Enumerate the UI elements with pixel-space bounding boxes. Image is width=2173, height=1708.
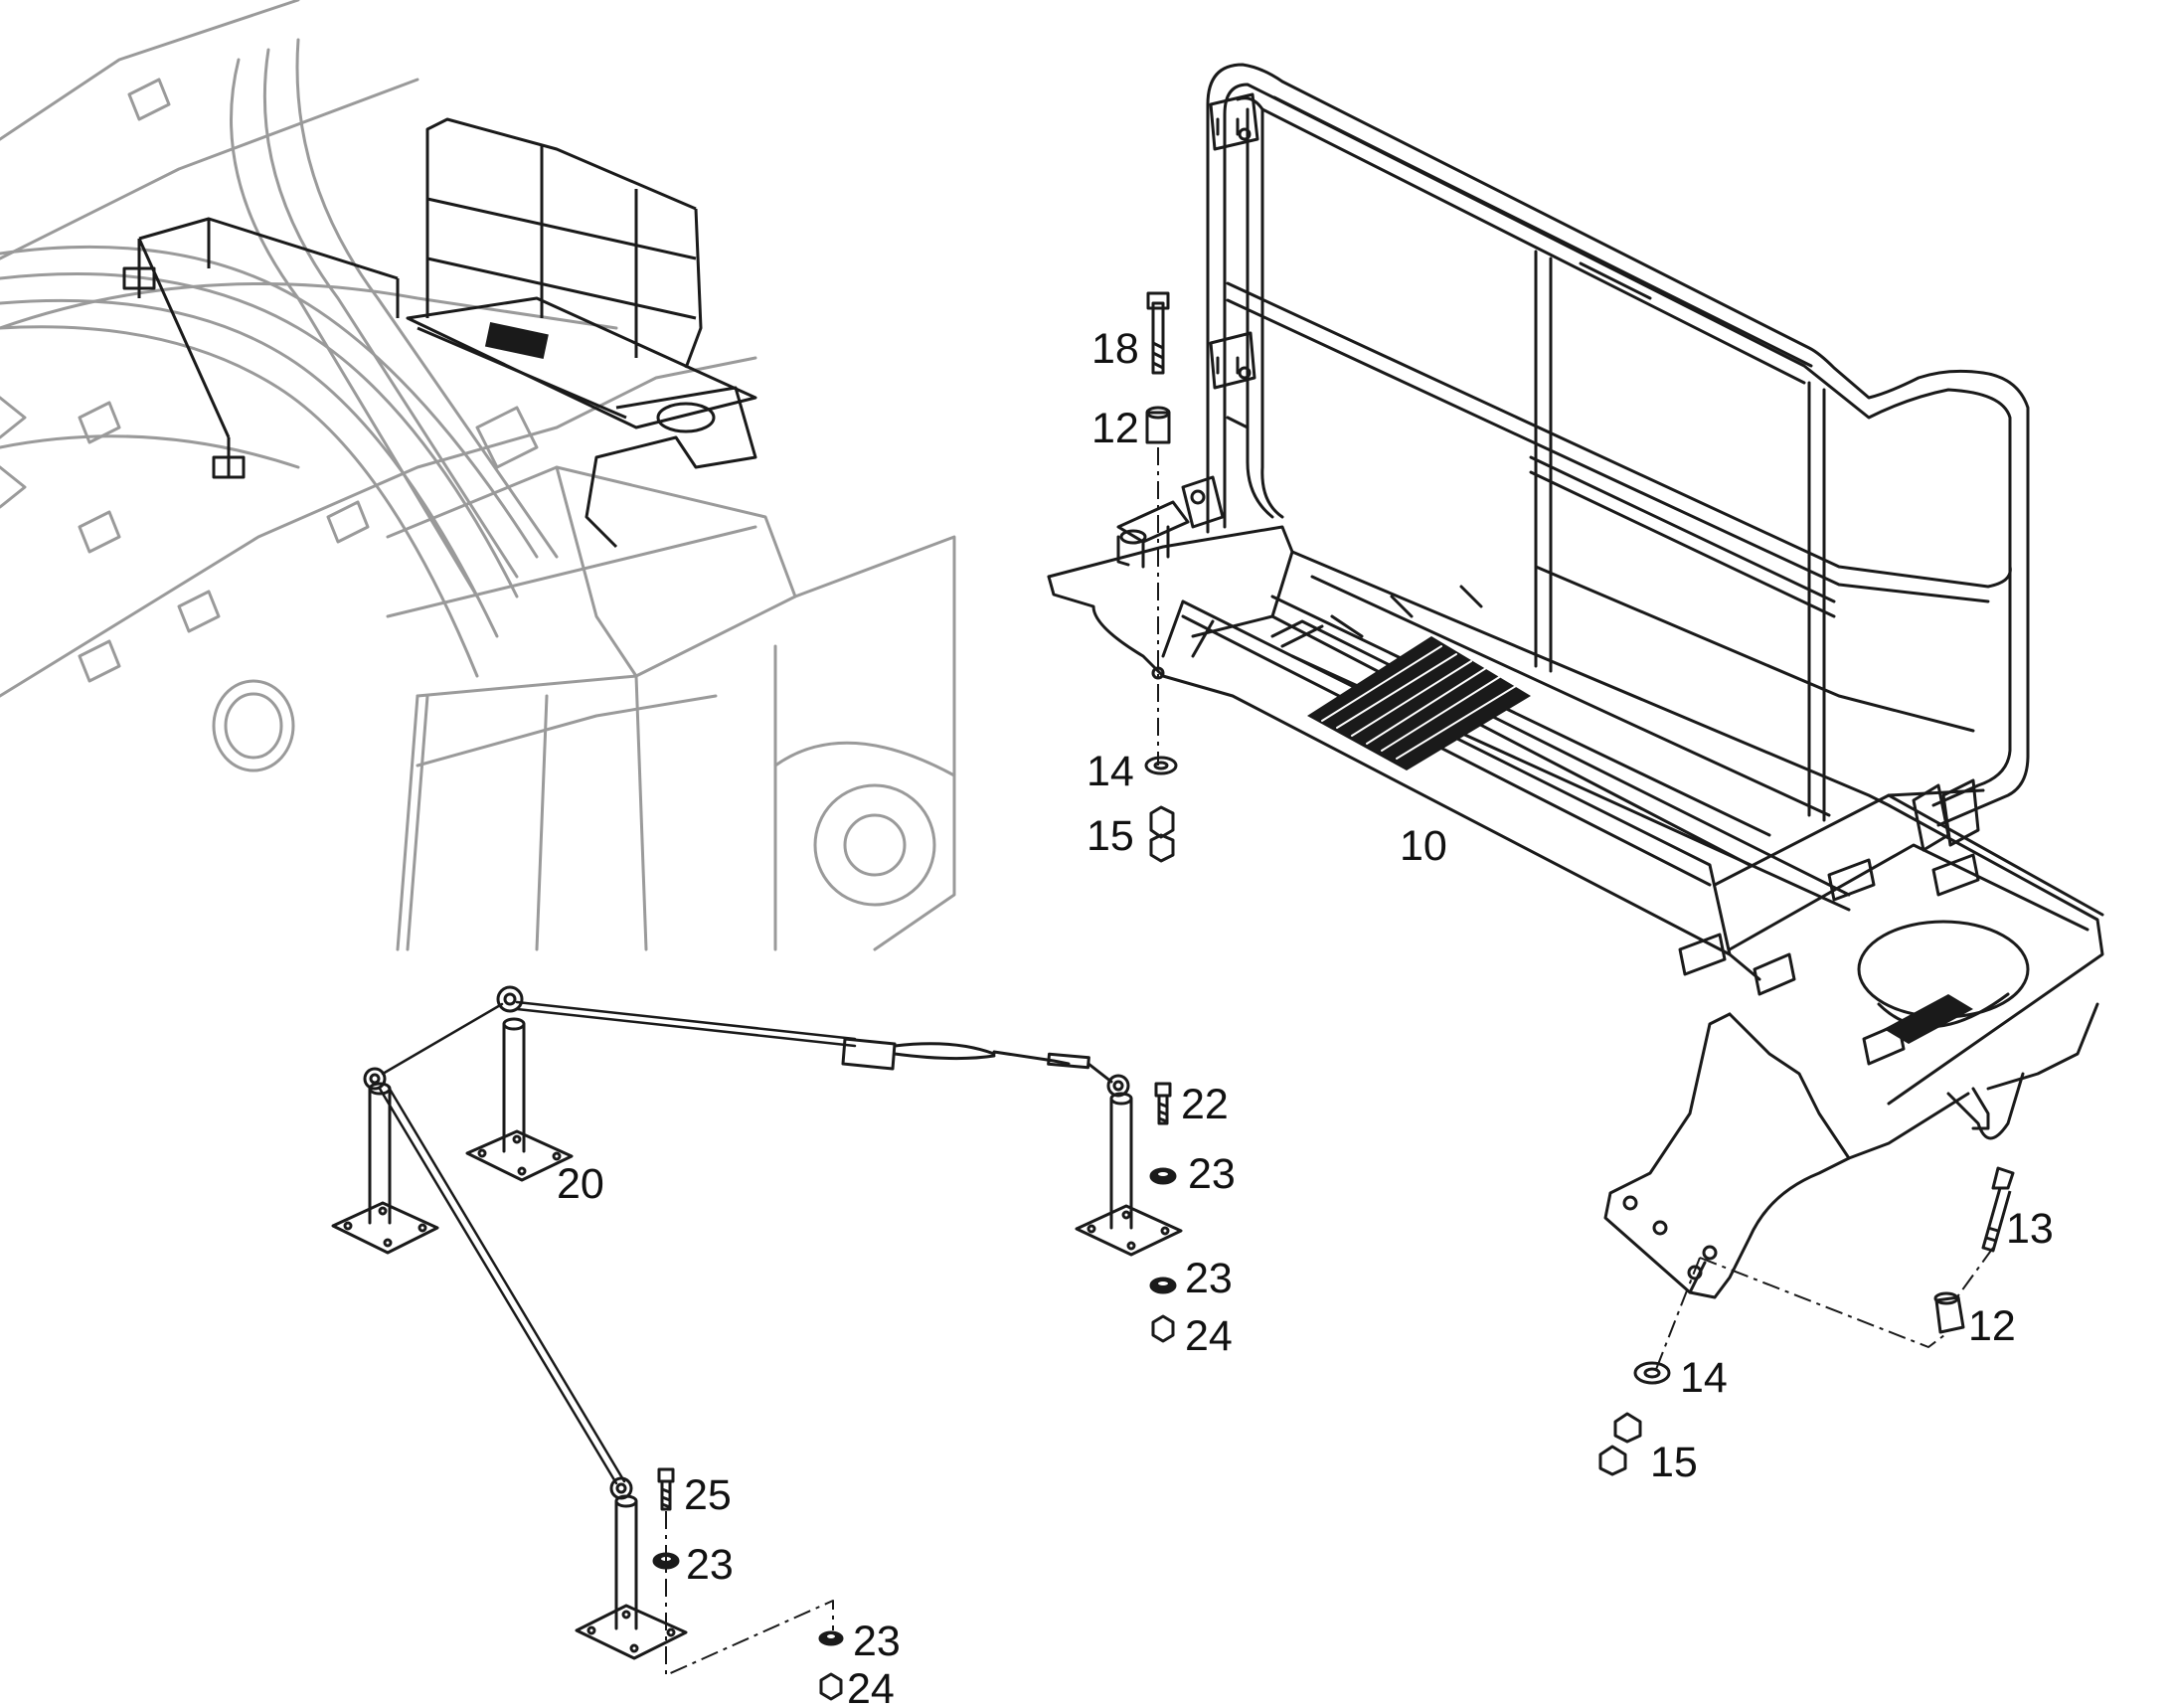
callout-15-top: 15 — [1086, 812, 1134, 860]
spacer-12-bottom — [1934, 1295, 1965, 1334]
callout-23-a: 23 — [1188, 1150, 1236, 1198]
callout-18: 18 — [1091, 325, 1139, 373]
callout-23-d: 23 — [853, 1618, 901, 1665]
callout-12-bottom: 12 — [1968, 1302, 2016, 1350]
callout-14-top: 14 — [1086, 748, 1134, 795]
callout-23-b: 23 — [1185, 1255, 1233, 1302]
spacer-12-top — [1145, 411, 1171, 444]
stanchion-hardware — [652, 1082, 1177, 1701]
step-grating — [1307, 636, 1531, 770]
nut-24-b — [819, 1672, 843, 1701]
callout-24-b: 24 — [847, 1665, 895, 1703]
callout-20: 20 — [557, 1160, 604, 1208]
callout-14-bottom: 14 — [1680, 1354, 1728, 1402]
bolt-18 — [1151, 301, 1165, 375]
nut-24-a — [1151, 1314, 1175, 1343]
bolt-25 — [657, 1467, 675, 1483]
callout-15-bottom: 15 — [1650, 1439, 1698, 1486]
callout-10: 10 — [1400, 822, 1447, 870]
rope-stanchions — [331, 985, 1183, 1660]
platform-right-hardware — [1598, 1166, 2015, 1476]
callout-23-c: 23 — [686, 1541, 734, 1589]
washer-14-bottom — [1633, 1361, 1671, 1385]
callout-22: 22 — [1181, 1081, 1229, 1128]
callout-25: 25 — [684, 1471, 732, 1519]
bolt-13 — [1991, 1166, 2015, 1190]
callout-13: 13 — [2006, 1205, 2054, 1253]
bolt-22 — [1154, 1082, 1172, 1098]
platform-left-hardware — [1144, 291, 1178, 863]
nut-15-top — [1149, 805, 1175, 839]
nut-15-bottom — [1613, 1412, 1642, 1444]
callout-labels: 18 12 14 15 10 22 23 20 23 24 13 12 14 1… — [557, 325, 2054, 1708]
callout-12-top: 12 — [1091, 405, 1139, 452]
platform-assembly — [1047, 63, 2104, 1299]
callout-24-a: 24 — [1185, 1312, 1233, 1360]
context-view-highlight — [122, 117, 757, 549]
washer-14-top — [1144, 756, 1178, 775]
context-view-machine — [0, 0, 956, 951]
